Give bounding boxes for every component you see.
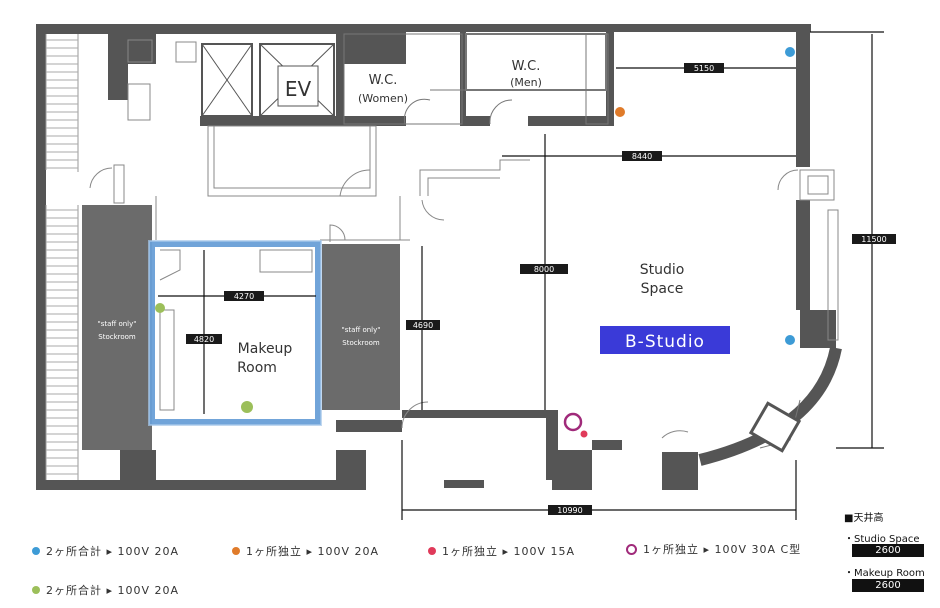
legend-dot-icon: [32, 586, 40, 594]
dim-4270: 4270: [234, 292, 254, 301]
makeup-label-2: Room: [237, 360, 277, 376]
dim-8000: 8000: [534, 265, 554, 274]
makeup-room: [149, 241, 321, 425]
legend-dot-icon: [232, 547, 240, 555]
dim-4820: 4820: [194, 335, 214, 344]
outlet-blue-1: [785, 47, 795, 57]
ceiling-makeup-value-wrap: 2600: [852, 579, 924, 592]
legend-text-3: 1ヶ所独立 ▸ 100V 15A: [442, 545, 576, 558]
b-studio-badge: [600, 326, 730, 354]
outlet-green-2: [241, 401, 253, 413]
dim-10990: 10990: [557, 506, 582, 515]
legend-item-4: 1ヶ所独立 ▸ 100V 30A C型: [626, 541, 801, 557]
legend-item-2: 1ヶ所独立 ▸ 100V 20A: [232, 543, 379, 559]
makeup-label-1: Makeup: [238, 341, 293, 357]
legend-text-2: 1ヶ所独立 ▸ 100V 20A: [246, 545, 380, 558]
dim-5150: 5150: [694, 64, 714, 73]
ceiling-makeup-label: ・Makeup Room: [844, 568, 925, 579]
walls: [36, 24, 836, 490]
ceiling-studio-value-wrap: 2600: [852, 544, 924, 557]
studio-label-2: Space: [641, 281, 684, 297]
stairs: [45, 34, 79, 480]
b-studio-text: B-Studio: [625, 332, 705, 352]
studio-label-1: Studio: [640, 262, 685, 278]
wc-women-title: W.C.: [369, 73, 398, 88]
legend-item-5: 2ヶ所合計 ▸ 100V 20A: [32, 582, 179, 598]
legend-item-3: 1ヶ所独立 ▸ 100V 15A: [428, 543, 575, 559]
ceiling-studio-label: ・Studio Space: [844, 534, 920, 545]
legend-item-1: 2ヶ所合計 ▸ 100V 20A: [32, 543, 179, 559]
dim-4690: 4690: [413, 321, 433, 330]
dim-8440: 8440: [632, 152, 652, 161]
stock-left-label-1: "staff only": [98, 320, 137, 328]
outlets: [155, 47, 795, 438]
outlet-red: [580, 430, 588, 438]
outlet-green-1: [155, 303, 165, 313]
elevator: [259, 43, 335, 117]
wc-men-sub: (Men): [510, 76, 542, 89]
stock-left-label-2: Stockroom: [98, 333, 136, 341]
floor-plan: 5150 8440 11500 8000 4270 4820 4690 1099…: [36, 24, 896, 520]
shaft: [201, 43, 253, 117]
dim-labels: 5150 8440 11500 8000 4270 4820 4690 1099…: [186, 63, 896, 515]
wc-women-sub: (Women): [358, 92, 408, 105]
stockroom-middle: [322, 244, 400, 410]
outlet-c-type: [563, 412, 583, 432]
ceiling-studio-value: 2600: [852, 544, 924, 557]
stock-mid-label-1: "staff only": [342, 326, 381, 334]
legend-dot-icon: [428, 547, 436, 555]
legend-text-4: 1ヶ所独立 ▸ 100V 30A C型: [643, 543, 802, 556]
legend-text-5: 2ヶ所合計 ▸ 100V 20A: [46, 584, 180, 597]
wc-men-title: W.C.: [512, 59, 541, 74]
stock-mid-label-2: Stockroom: [342, 339, 380, 347]
legend-dot-icon: [32, 547, 40, 555]
legend-text-1: 2ヶ所合計 ▸ 100V 20A: [46, 545, 180, 558]
legend-ring-icon: [626, 543, 637, 555]
outlet-blue-2: [785, 335, 795, 345]
outlet-orange: [615, 107, 625, 117]
dim-11500: 11500: [861, 235, 886, 244]
ev-label: EV: [285, 77, 312, 101]
ceiling-makeup-value: 2600: [852, 579, 924, 592]
stockroom-left: [82, 205, 152, 450]
column: [748, 401, 802, 453]
ceiling-title: ■天井高: [844, 513, 884, 524]
